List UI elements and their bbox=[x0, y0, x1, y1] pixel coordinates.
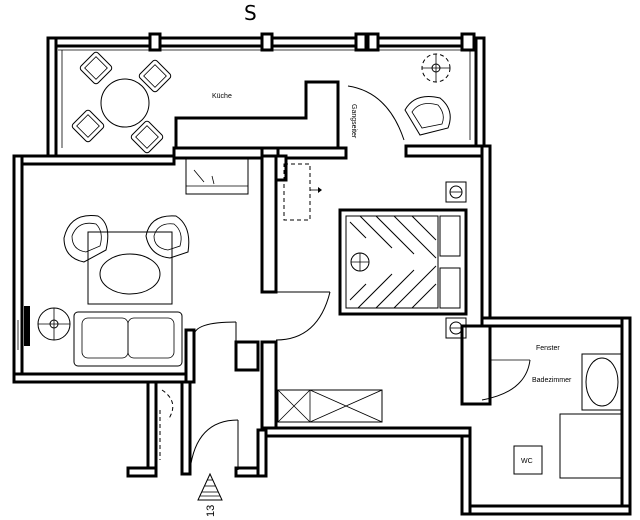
door-swing bbox=[481, 359, 531, 401]
toilet-icon: WC bbox=[513, 445, 543, 475]
round-table-icon bbox=[100, 78, 150, 128]
balcony bbox=[46, 32, 486, 160]
wc-label: WC bbox=[521, 458, 533, 465]
armchair-icon bbox=[63, 214, 109, 263]
plant-icon bbox=[421, 53, 451, 83]
shower bbox=[559, 413, 623, 479]
window-label: Fenster bbox=[536, 345, 560, 352]
door-swing bbox=[275, 291, 331, 341]
staircase-icon bbox=[197, 472, 223, 501]
compass-label: S bbox=[244, 1, 257, 25]
plant-icon bbox=[445, 181, 467, 203]
kitchen-label: Küche bbox=[212, 93, 232, 100]
hallway-door-label: Gangseiter bbox=[350, 104, 357, 139]
armchair-icon bbox=[145, 215, 190, 259]
chair-icon bbox=[79, 51, 113, 85]
entrance-number: 13 bbox=[205, 505, 217, 517]
bathtub-icon bbox=[581, 353, 623, 411]
plant-icon bbox=[37, 307, 71, 341]
door-swing bbox=[193, 321, 237, 337]
balcony-table-set bbox=[71, 51, 172, 154]
armchair-icon bbox=[404, 96, 451, 136]
door-swing bbox=[347, 85, 405, 141]
door-swing bbox=[189, 419, 239, 471]
plant-icon bbox=[350, 252, 370, 272]
dresser bbox=[277, 389, 383, 423]
kitchen: Küche bbox=[174, 80, 340, 150]
wardrobe bbox=[283, 163, 322, 221]
radiator-icon bbox=[24, 306, 30, 346]
living-table bbox=[87, 231, 173, 305]
bathroom-label: Badezimmer bbox=[532, 377, 572, 384]
kitchen-counter bbox=[185, 157, 249, 195]
plant-icon bbox=[445, 317, 467, 339]
closet-swing bbox=[161, 389, 174, 421]
chair-icon bbox=[71, 109, 105, 143]
chair-icon bbox=[130, 120, 164, 154]
sofa-icon bbox=[73, 311, 183, 367]
chair-icon bbox=[138, 59, 172, 93]
outer-walls bbox=[12, 144, 632, 516]
